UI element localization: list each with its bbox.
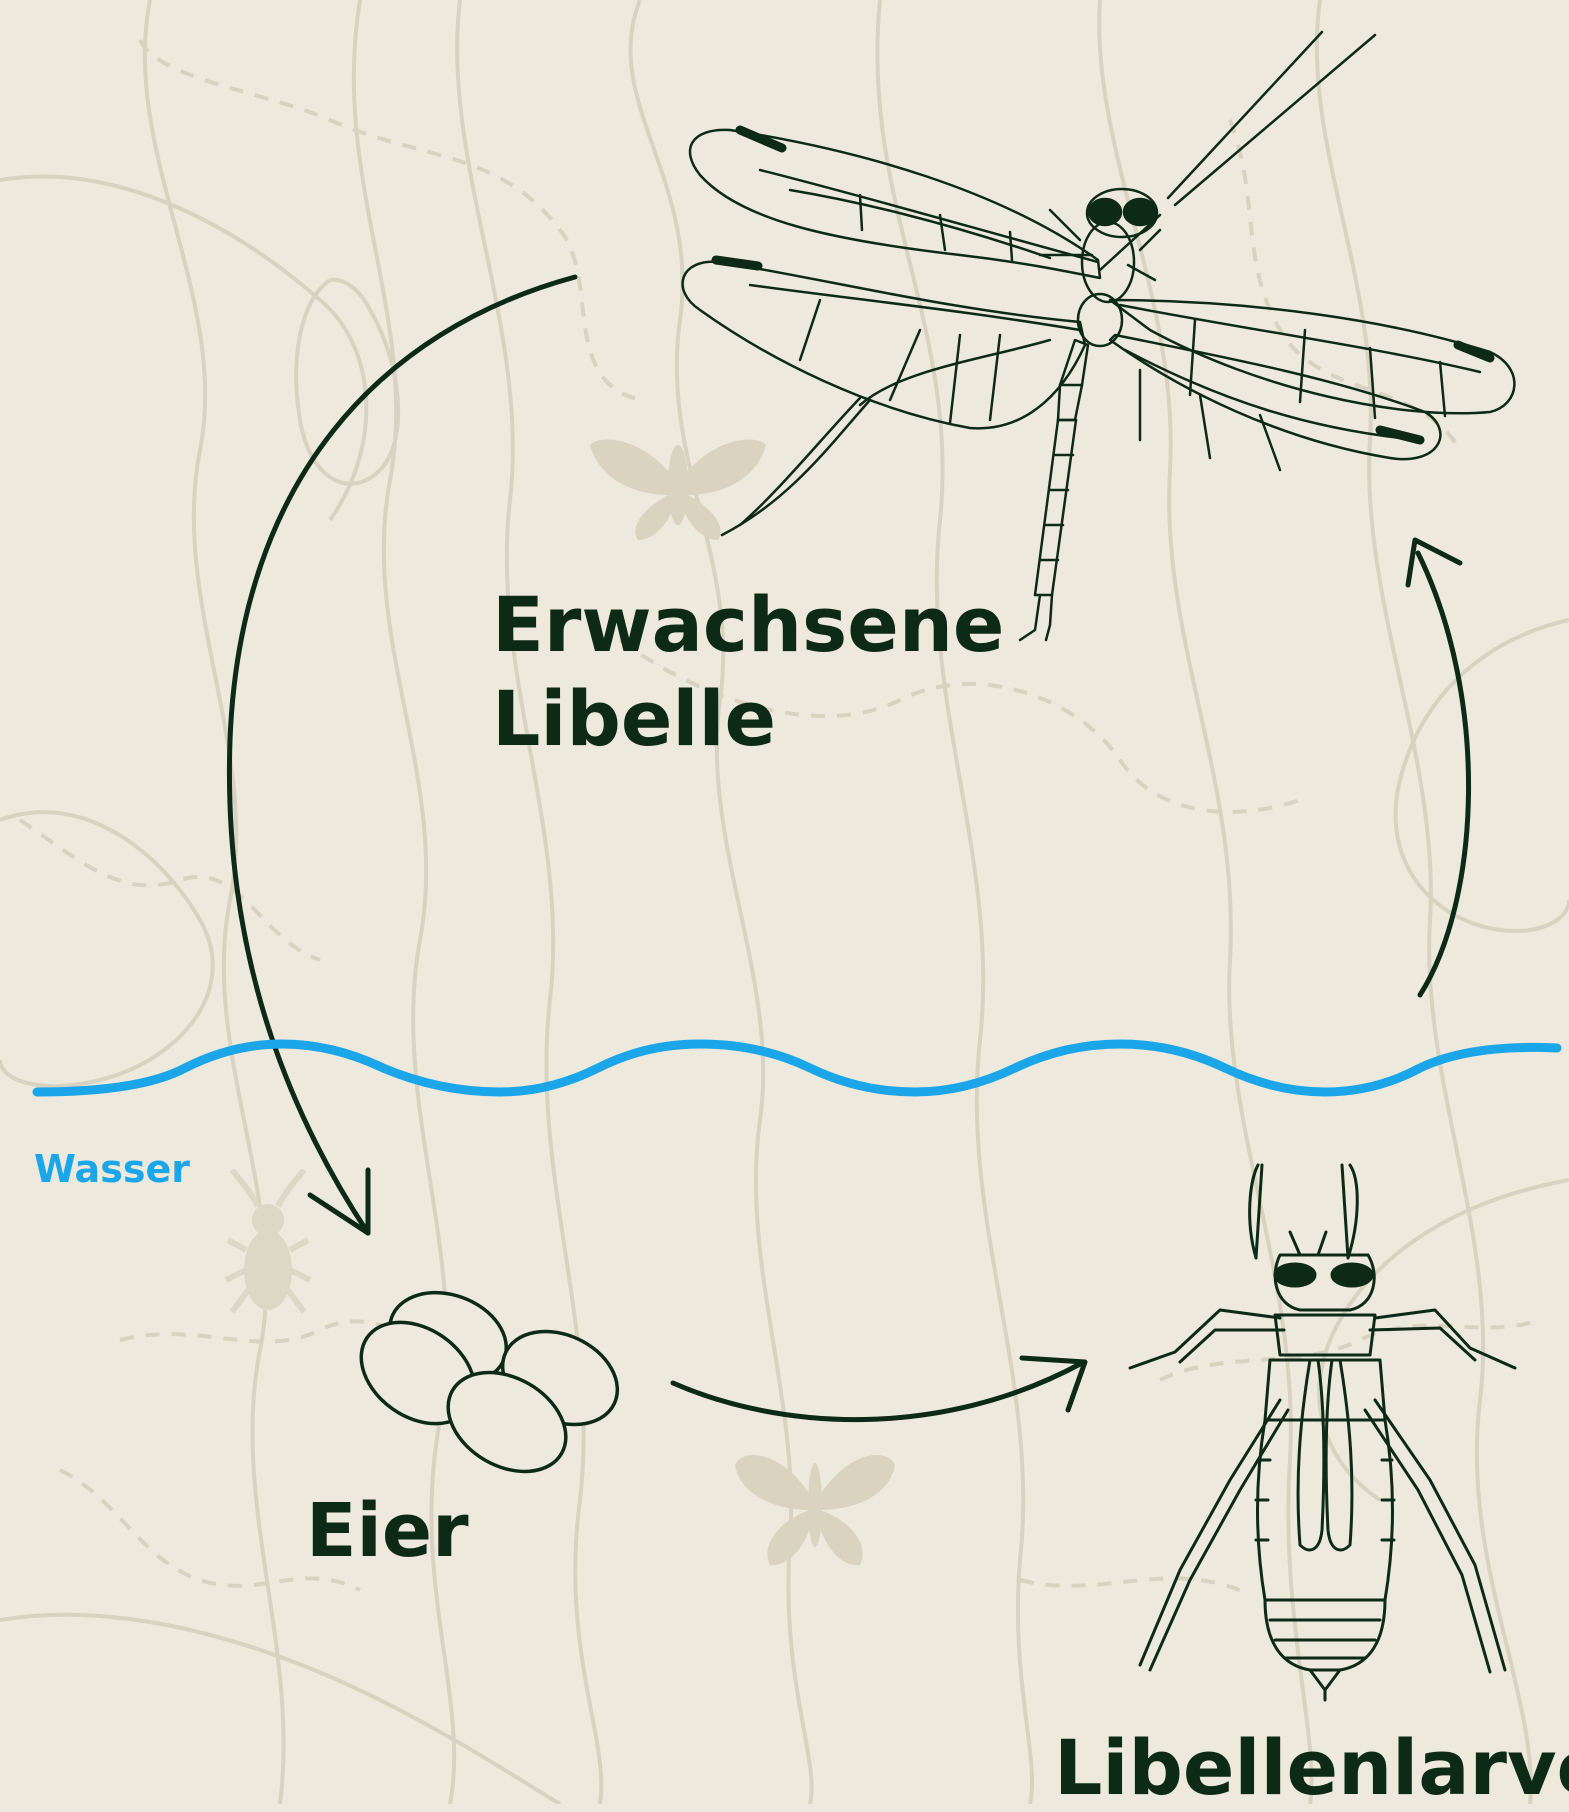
- stage-label-larva: Libellenlarve: [1054, 1730, 1569, 1806]
- cycle-arrows: [229, 277, 1468, 1420]
- dragonfly-icon: [683, 32, 1515, 640]
- egg-cluster-icon: [342, 1277, 633, 1492]
- arrow-eggs-to-larva: [673, 1363, 1082, 1420]
- arrow-larva-to-adult-head: [1408, 540, 1460, 585]
- stage-label-adult-line1: Erwachsene: [492, 578, 1004, 672]
- butterfly-watermark-icon: [735, 1455, 895, 1565]
- stage-label-adult-line2: Libelle: [492, 672, 1004, 766]
- larva-icon: [1130, 1165, 1515, 1700]
- water-label: Wasser: [34, 1150, 190, 1188]
- beetle-watermark-icon: [226, 1170, 310, 1312]
- arrow-larva-to-adult: [1418, 553, 1469, 995]
- stage-label-adult: Erwachsene Libelle: [492, 578, 1004, 766]
- stage-label-eggs: Eier: [306, 1494, 469, 1568]
- water-line: [37, 1044, 1557, 1092]
